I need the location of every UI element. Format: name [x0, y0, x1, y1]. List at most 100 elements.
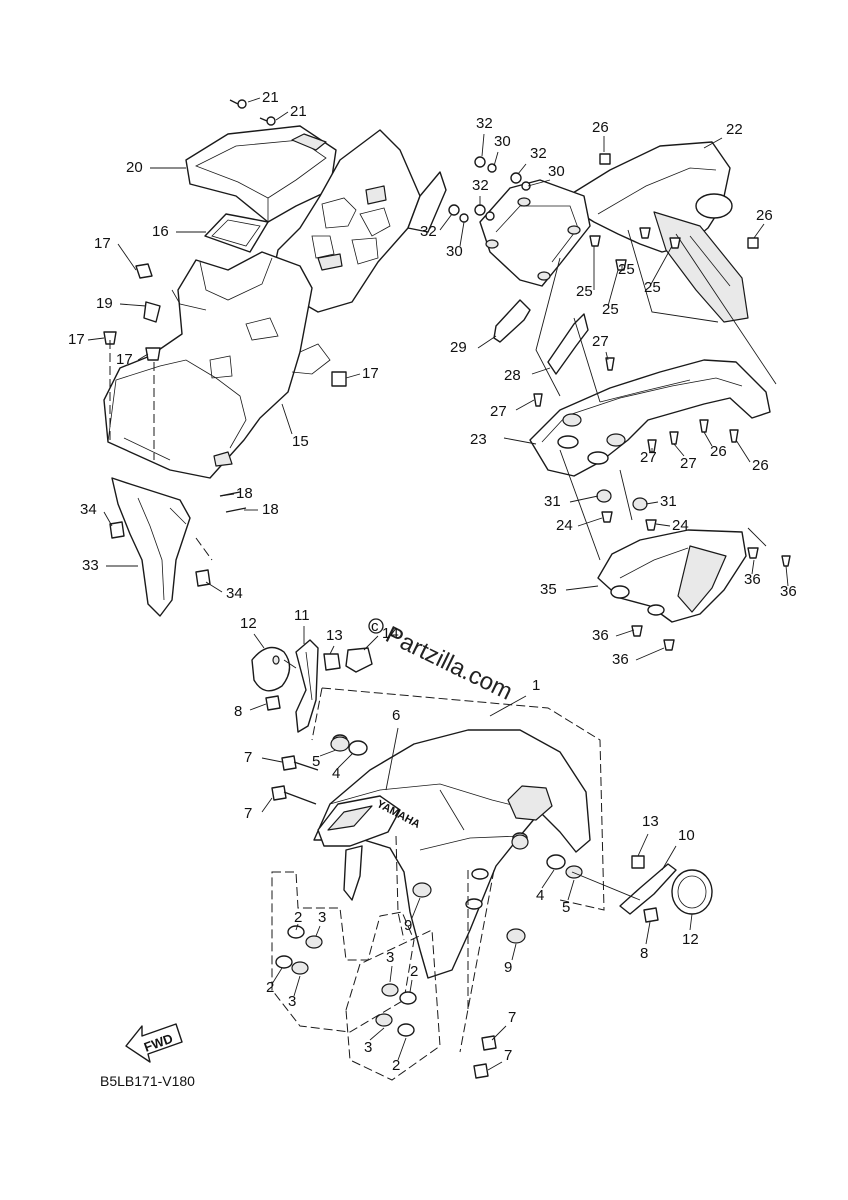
leader-line — [345, 373, 361, 379]
callout-number: 25 — [576, 283, 593, 300]
callout-number: 3 — [364, 1039, 372, 1056]
callout-c3c: 3 — [386, 949, 394, 983]
callout-number: 2 — [410, 963, 418, 980]
leader-line — [489, 695, 527, 717]
leader-line — [635, 647, 665, 661]
leader-line — [527, 179, 551, 187]
callout-c27a: 27 — [592, 333, 609, 361]
leader-line — [645, 501, 659, 505]
diagram-code: B5LB171-V180 — [100, 1073, 195, 1089]
leader-line — [119, 303, 147, 307]
callout-c25d: 25 — [644, 245, 673, 296]
callout-c16: 16 — [152, 223, 206, 240]
leader-line — [541, 869, 555, 889]
callout-number: 36 — [780, 583, 797, 600]
leader-line — [411, 897, 421, 919]
callout-number: 4 — [332, 765, 340, 782]
leader-line — [293, 975, 301, 997]
leader-line — [645, 921, 651, 945]
callout-c30c: 30 — [446, 221, 465, 260]
callout-c21b: 21 — [275, 103, 307, 121]
leader-line — [517, 163, 527, 175]
callout-number: 20 — [126, 159, 143, 176]
callout-number: 12 — [682, 931, 699, 948]
leader-line — [703, 137, 723, 149]
callout-number: 30 — [548, 163, 565, 180]
callout-number: 25 — [618, 261, 635, 278]
leader-line — [337, 753, 353, 769]
leader-line — [655, 523, 671, 527]
callout-number: 10 — [678, 827, 695, 844]
callout-c4a: 4 — [332, 753, 353, 782]
callout-c17a: 17 — [94, 235, 137, 271]
leader-line — [247, 97, 261, 103]
leader-line — [329, 645, 335, 655]
leader-line — [275, 111, 289, 121]
callout-c8a: 8 — [234, 703, 267, 720]
leader-line — [295, 923, 299, 931]
callout-number: 18 — [262, 501, 279, 518]
callout-c26a: 26 — [592, 119, 609, 152]
leader-line — [515, 399, 535, 411]
leader-line — [253, 633, 265, 649]
callout-c26c: 26 — [703, 431, 727, 460]
rear-fender-hardware — [103, 99, 347, 587]
callout-c10: 10 — [661, 827, 695, 871]
callout-c32c: 32 — [472, 177, 489, 206]
callout-number: 27 — [490, 403, 507, 420]
callout-c33: 33 — [82, 557, 138, 574]
callout-number: 36 — [612, 651, 629, 668]
callout-c11: 11 — [294, 607, 310, 644]
callout-number: 7 — [244, 805, 252, 822]
leader-line — [397, 1037, 407, 1061]
leader-line — [249, 703, 267, 711]
callout-number: 13 — [642, 813, 659, 830]
callout-number: 2 — [294, 909, 302, 926]
callout-c7a: 7 — [244, 749, 283, 766]
callout-c17c: 17 — [116, 351, 149, 368]
callout-c27b: 27 — [490, 399, 535, 420]
callout-c35: 35 — [540, 581, 599, 598]
callout-c3d: 3 — [364, 1027, 385, 1056]
callout-number: 27 — [592, 333, 609, 350]
callout-c4b: 4 — [536, 869, 555, 904]
callout-number: 32 — [472, 177, 489, 194]
leader-line — [615, 629, 635, 637]
callout-number: 30 — [446, 243, 463, 260]
callout-c7c: 7 — [491, 1009, 516, 1041]
leader-line — [637, 833, 649, 857]
callout-number: 32 — [530, 145, 547, 162]
callout-number: 32 — [420, 223, 437, 240]
callout-number: 17 — [116, 351, 133, 368]
callout-number: 22 — [726, 121, 743, 138]
leader-line — [569, 495, 599, 503]
callout-number: 13 — [326, 627, 343, 644]
callout-c3a: 3 — [315, 909, 326, 937]
callout-c5b: 5 — [562, 879, 575, 916]
callout-number: 21 — [262, 89, 279, 106]
callout-number: 2 — [392, 1057, 400, 1074]
callout-number: 32 — [476, 115, 493, 132]
callout-c9b: 9 — [504, 943, 517, 976]
callout-number: 29 — [450, 339, 467, 356]
callout-number: 3 — [288, 993, 296, 1010]
callout-c24b: 24 — [655, 517, 689, 534]
callout-c20: 20 — [126, 159, 186, 176]
callout-number: 7 — [504, 1047, 512, 1064]
leader-line — [477, 335, 497, 349]
callout-number: 25 — [644, 279, 661, 296]
callout-c15: 15 — [281, 403, 309, 450]
callout-c22: 22 — [703, 121, 743, 149]
callout-number: 8 — [640, 945, 648, 962]
leader-line — [531, 367, 551, 375]
callout-number: 4 — [536, 887, 544, 904]
leader-line — [389, 965, 393, 983]
callout-number: 5 — [312, 753, 320, 770]
callout-number: 26 — [752, 457, 769, 474]
callout-number: 26 — [710, 443, 727, 460]
callout-c18a: 18 — [219, 485, 253, 502]
callout-number: 1 — [532, 677, 540, 694]
callout-c25b: 25 — [618, 261, 635, 278]
callout-c24a: 24 — [556, 517, 603, 534]
